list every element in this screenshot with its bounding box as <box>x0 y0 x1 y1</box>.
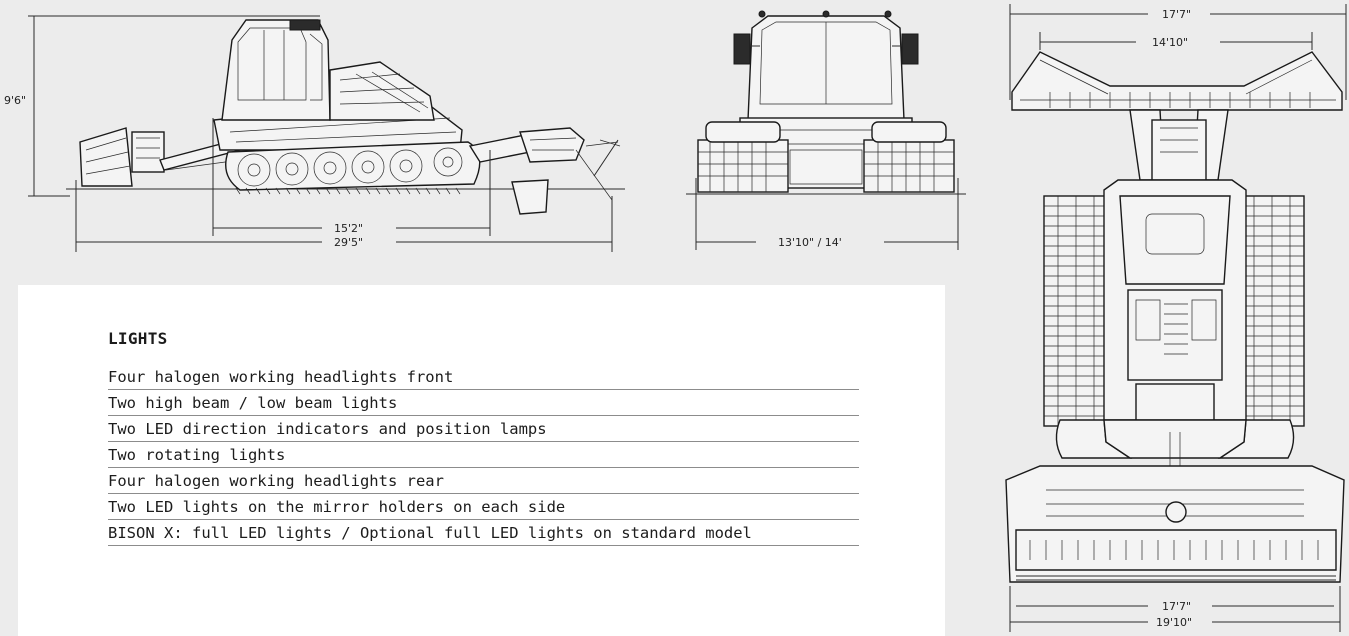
list-item: Two LED direction indicators and positio… <box>108 416 859 442</box>
side-track-length-label: 15'2" <box>334 222 363 235</box>
front-width-label: 13'10" / 14' <box>778 236 842 249</box>
top-tiller-inner-label: 17'7" <box>1162 600 1191 613</box>
lights-list: Four halogen working headlights front Tw… <box>108 364 859 546</box>
lights-panel: LIGHTS Four halogen working headlights f… <box>18 285 945 636</box>
list-item: Four halogen working headlights rear <box>108 468 859 494</box>
list-item: Four halogen working headlights front <box>108 364 859 390</box>
side-view-drawing: 9'6" <box>4 15 625 252</box>
top-blade-inner-label: 14'10" <box>1152 36 1188 49</box>
top-blade-outer-label: 17'7" <box>1162 8 1191 21</box>
list-item: BISON X: full LED lights / Optional full… <box>108 520 859 546</box>
list-item: Two rotating lights <box>108 442 859 468</box>
top-tiller-outer-label: 19'10" <box>1156 616 1192 629</box>
side-overall-length-label: 29'5" <box>334 236 363 249</box>
top-view-drawing: 17'7" 14'10" <box>1005 4 1347 632</box>
lights-section-title: LIGHTS <box>108 329 168 348</box>
side-height-label: 9'6" <box>4 94 26 107</box>
list-item: Two high beam / low beam lights <box>108 390 859 416</box>
front-view-drawing: 13'10" / 14' <box>686 10 966 250</box>
list-item: Two LED lights on the mirror holders on … <box>108 494 859 520</box>
